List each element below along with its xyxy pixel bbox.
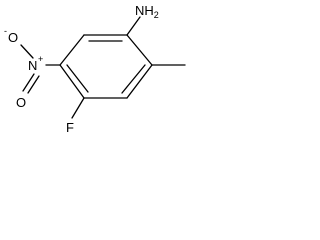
nitro-bond-to-oxygen-double-a — [22, 73, 35, 92]
bond-to-amine — [126, 16, 141, 36]
nitro-nitrogen-label: N — [28, 58, 37, 73]
bond-to-fluorine — [71, 97, 85, 119]
benzene-ring — [59, 34, 153, 99]
nitro-bond-to-oxygen-single — [20, 44, 34, 59]
molecule-structure: NH2 O - N + O F — [4, 3, 186, 135]
ring-bond-c4-c5 — [59, 64, 85, 99]
ring-double-bond-inner-left — [66, 64, 89, 93]
amine-label: NH2 — [135, 3, 159, 20]
fluorine-label: F — [66, 120, 74, 135]
nitro-bond-to-oxygen-double-b — [27, 75, 40, 94]
ring-bond-c2-c3 — [126, 64, 153, 99]
nitro-oxygen-charge: - — [4, 26, 7, 36]
ring-bond-c5-c6 — [59, 34, 85, 66]
nitro-nitrogen-charge: + — [38, 54, 43, 64]
nitro-oxygen-label: O — [8, 30, 18, 45]
nitro-double-oxygen-label: O — [16, 95, 26, 110]
ring-bond-c1-c2 — [126, 34, 153, 66]
ring-double-bond-inner-right — [121, 64, 146, 94]
